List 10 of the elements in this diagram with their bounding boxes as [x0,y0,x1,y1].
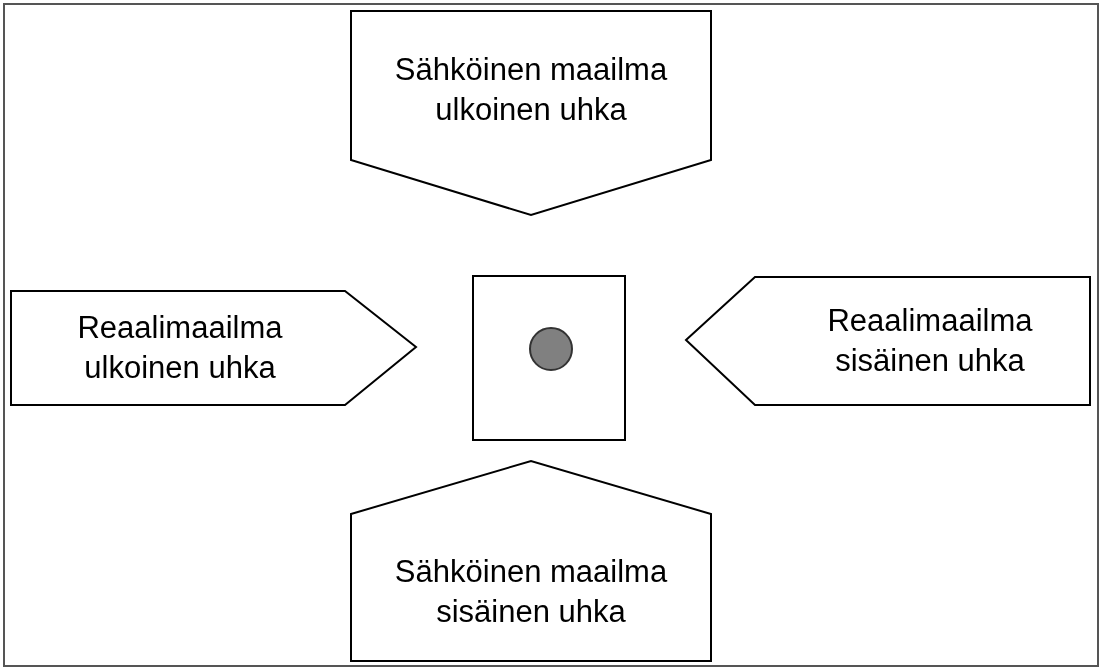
arrow-shape [685,276,1092,406]
circle-dot [529,327,573,371]
shape-label: Reaalimaailma ulkoinen uhka [76,308,284,387]
shape-label: Sähköinen maailma ulkoinen uhka [393,50,669,129]
shape-label: Reaalimaailma sisäinen uhka [826,301,1034,380]
square-box [472,275,626,441]
arrow-shape [350,460,712,662]
shape-label: Sähköinen maailma sisäinen uhka [393,552,669,631]
arrow-shape [10,290,417,406]
arrow-shape [350,10,712,216]
